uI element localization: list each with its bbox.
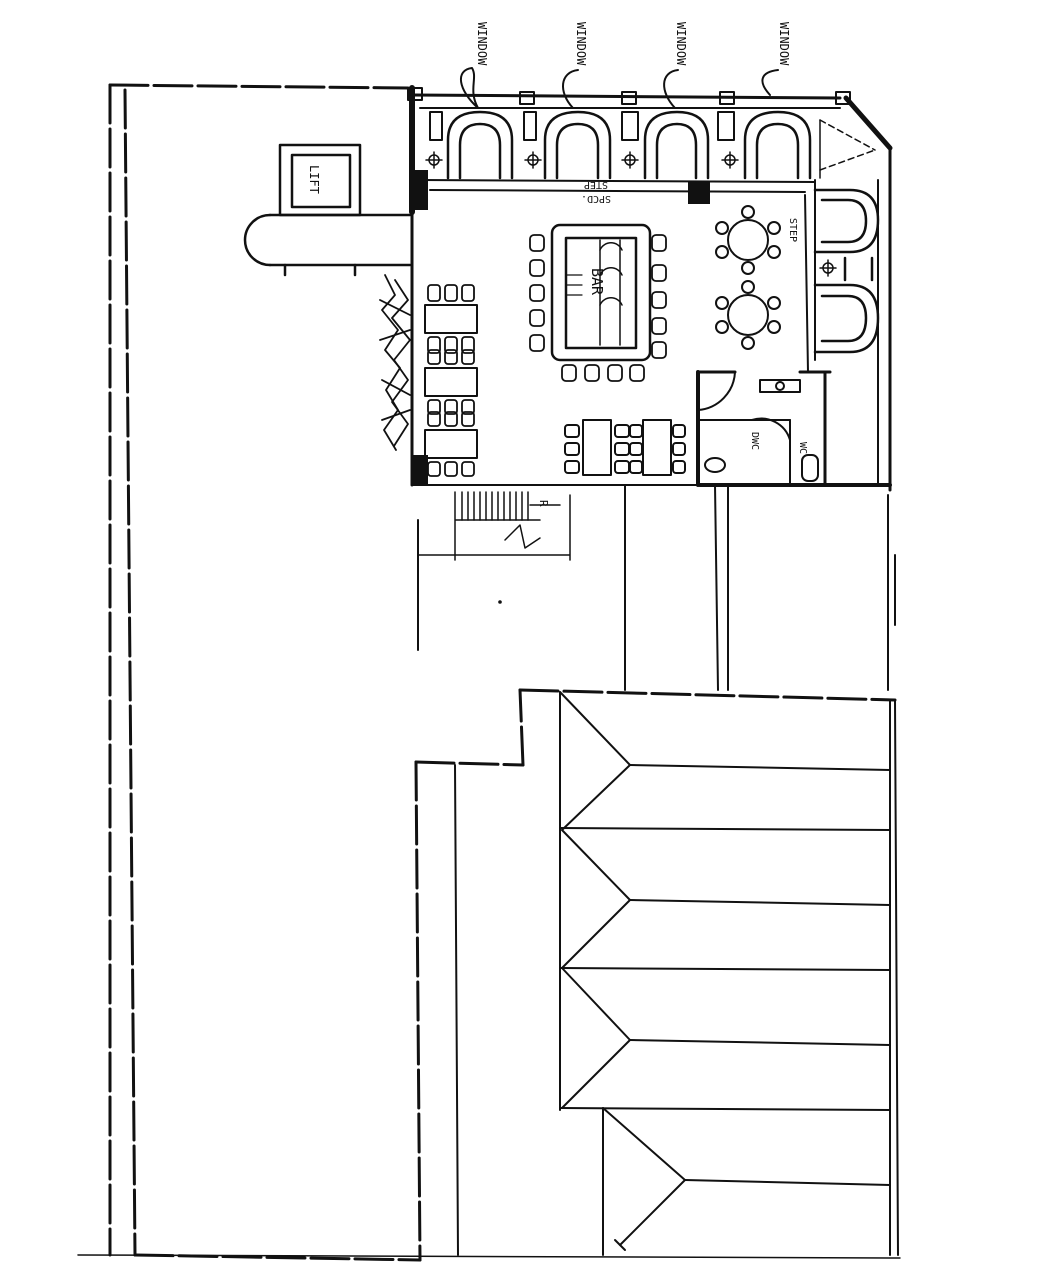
mark-dot [498,600,502,604]
restroom-label: DWC [749,432,760,450]
bar-label: BAR [588,268,606,296]
column [412,170,428,210]
dining-tables-left [424,304,478,459]
window-booths [446,110,812,180]
side-booths [813,188,880,354]
lift [243,143,412,277]
step-label-side: STEP [787,218,798,242]
column [688,182,710,204]
property-line [108,83,897,1262]
planter-strip [379,274,411,451]
table-markers [425,151,837,277]
parking-stalls [559,691,891,1256]
lift-label: LIFT [307,165,321,194]
street-line [77,1254,901,1259]
step-label: STEP [584,179,608,190]
restroom-fixtures [704,379,819,482]
restroom-label-small: WC [797,442,808,454]
step-label-sub: SPCD. [581,193,611,204]
window-label: WINDOW [674,22,688,66]
window-frames [407,87,851,141]
stair-mark: R [537,500,550,507]
stair [417,491,571,561]
dining-chairs-left [427,284,475,477]
bar-counter [550,223,652,362]
walkway-lines [454,484,899,1256]
window-label: WINDOW [475,22,489,66]
bar-stools [529,234,667,382]
window-arrows [459,67,779,109]
corner-detail [819,119,876,179]
dining-tables-center [564,419,686,476]
building-walls [409,85,893,492]
column [412,455,428,485]
window-label: WINDOW [574,22,588,66]
window-label: WINDOW [777,22,791,66]
round-tables [715,205,781,350]
